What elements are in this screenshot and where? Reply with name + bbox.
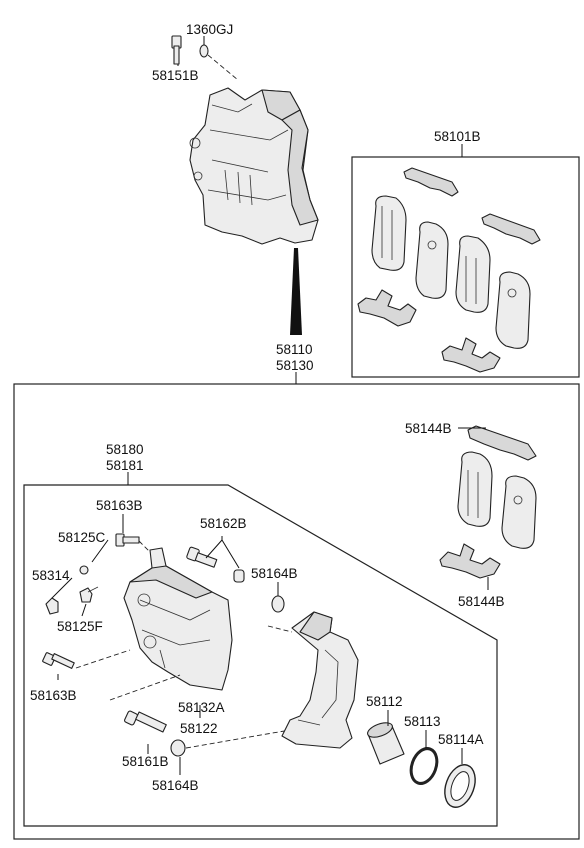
pad-kit-58101b [357,167,541,373]
bolt-58163b-bottom [42,652,75,669]
label-58122: 58122 [180,721,218,736]
label-58113: 58113 [404,714,441,729]
arrow-pointer [290,248,302,335]
label-58314: 58314 [32,568,70,583]
label-58114a: 58114A [438,732,484,747]
label-58163b-bottom: 58163B [30,688,77,703]
label-58132a: 58132A [178,700,225,715]
label-58180: 58180 [106,442,144,457]
piston-58112 [367,722,405,765]
label-58144b-top: 58144B [405,421,452,436]
bleeder-parts [45,565,99,615]
label-58110: 58110 [276,342,313,357]
label-1360gj: 1360GJ [186,22,233,37]
label-58164b-right: 58164B [251,566,298,581]
caliper-assembly-frame [13,383,580,840]
label-58161b: 58161B [122,754,169,769]
pin-58161b [124,710,167,733]
pad-kit-frame [351,156,580,378]
boot-58164b-bottom [170,739,186,757]
label-58144b-bottom: 58144B [458,594,505,609]
label-58125c: 58125C [58,530,106,545]
label-58181: 58181 [106,458,144,473]
caliper-carrier-bracket [281,611,359,749]
boot-58164b-right [271,595,285,613]
label-58162b: 58162B [200,516,247,531]
caliper-body-58132a [123,547,233,691]
caliper-body-frame [23,484,498,827]
washer-1360gj [199,44,209,58]
caliper-assembly-illustration [189,87,319,245]
bolt-58163b-top [115,533,140,547]
label-58130: 58130 [276,358,314,373]
label-58164b-bottom: 58164B [152,778,199,793]
label-58125f: 58125F [57,619,103,634]
label-58112: 58112 [366,694,403,709]
label-58151b: 58151B [152,68,199,83]
pad-kit-58144b [439,425,537,579]
guide-bolt-58151b [171,35,182,65]
label-58163b-top: 58163B [96,498,143,513]
guide-pins-58162b [186,546,245,583]
seal-58113 [409,747,439,785]
label-58101b: 58101B [434,129,481,144]
